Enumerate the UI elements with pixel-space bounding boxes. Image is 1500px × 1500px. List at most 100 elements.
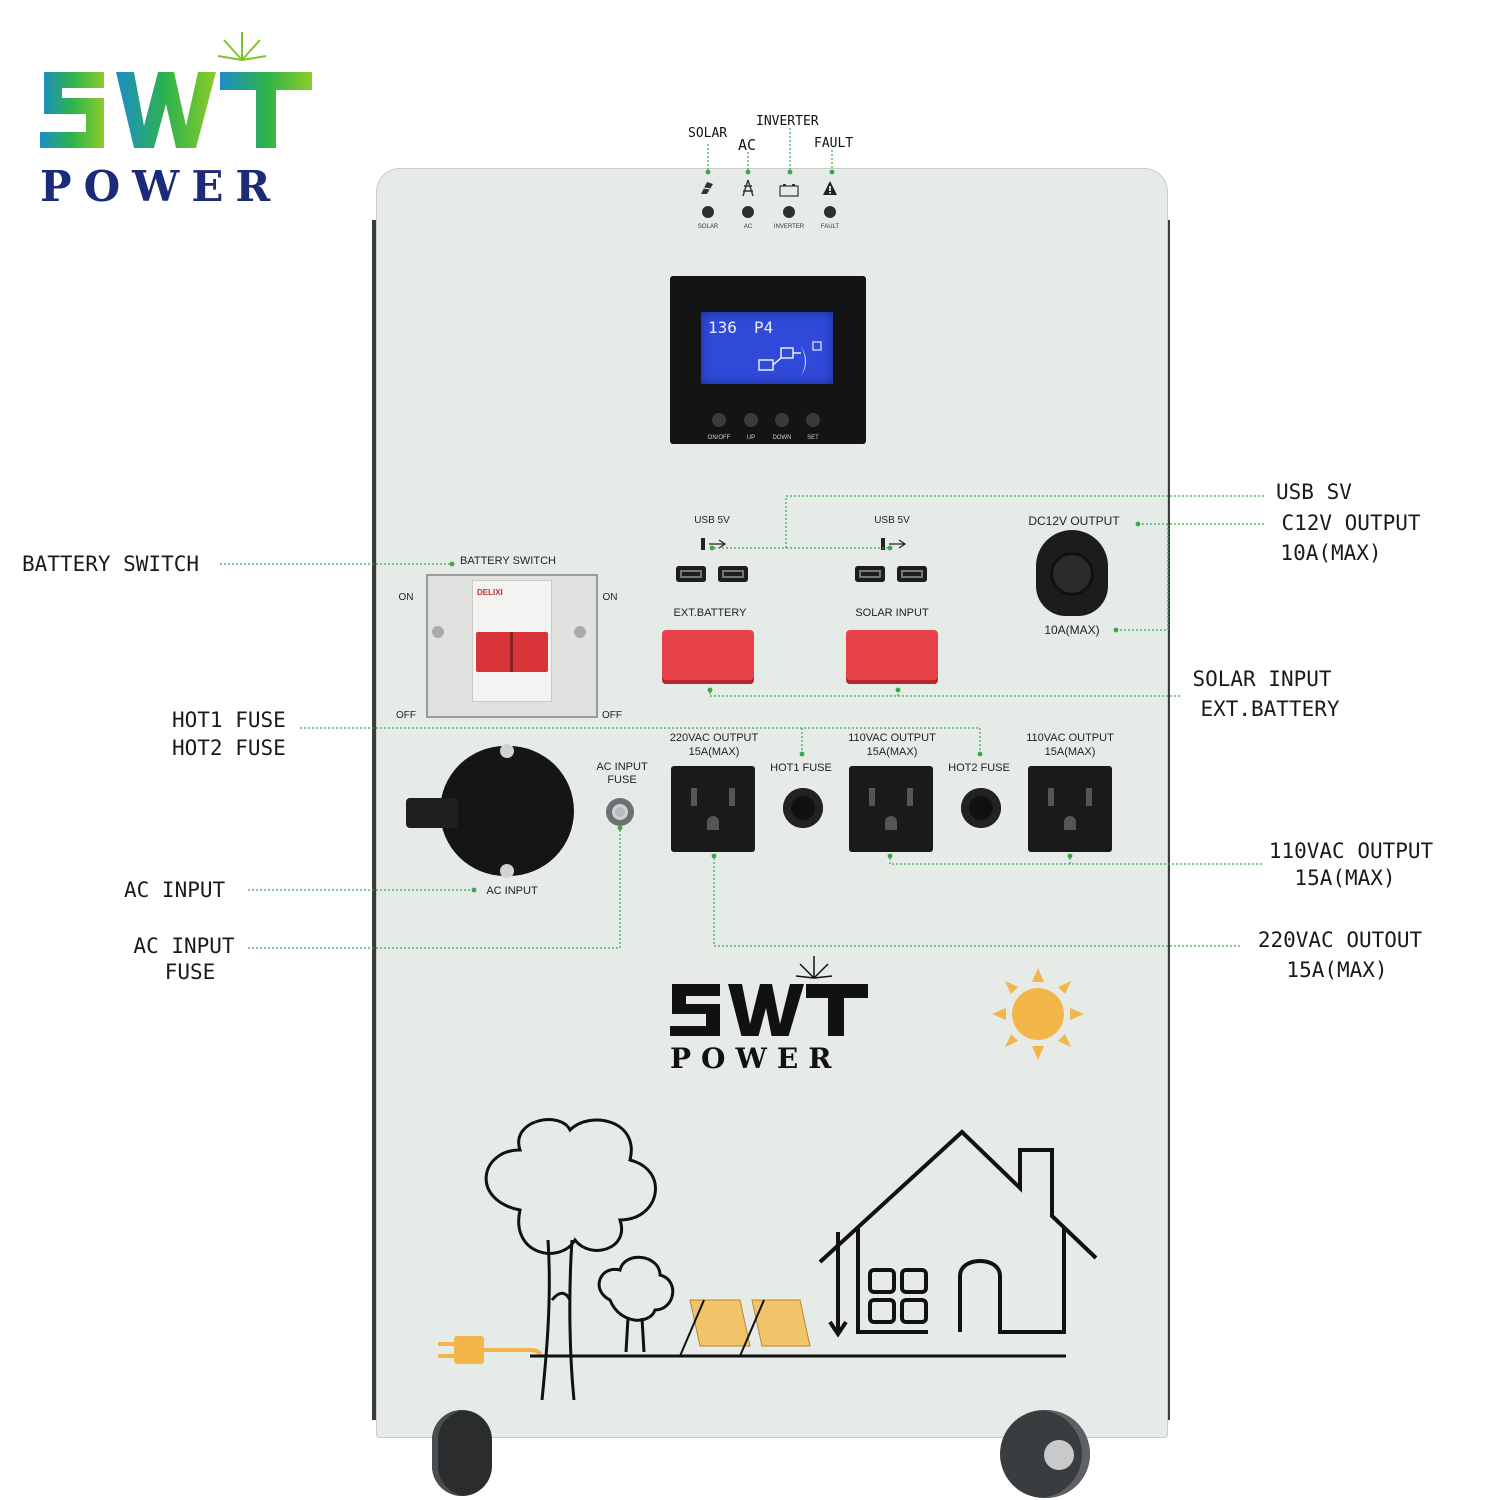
- usb-icon: [701, 535, 727, 550]
- ac-input-socket[interactable]: [440, 746, 574, 876]
- house-icon: [818, 1129, 1098, 1338]
- callout-dc12v-line2: 10A(MAX): [1280, 541, 1382, 565]
- callout-ac-input-fuse-line2: FUSE: [164, 960, 216, 984]
- callout-dc12v-line1: C12V OUTPUT: [1281, 511, 1421, 535]
- plug-icon: [438, 1336, 1066, 1364]
- callout-ac-input: AC INPUT: [124, 878, 226, 902]
- battery-switch-off-right: OFF: [602, 710, 622, 721]
- tree-icon: [597, 1255, 675, 1353]
- callout-220vac-line2: 15A(MAX): [1286, 958, 1388, 982]
- ac-input-label: AC INPUT: [486, 885, 538, 897]
- ac-input-screw-bottom: [500, 864, 514, 878]
- callout-ext-battery: EXT.BATTERY: [1200, 697, 1340, 721]
- callout-220vac-line1: 220VAC OUTOUT: [1257, 928, 1423, 952]
- battery-switch-on-right: ON: [602, 592, 618, 603]
- usb-left-label: USB 5V: [694, 515, 730, 526]
- outlet-110b-label-1: 110VAC OUTPUT: [1026, 732, 1114, 744]
- led-inverter: [783, 206, 795, 218]
- outlet-110a-label-2: 15A(MAX): [866, 746, 918, 758]
- usb-right-label: USB 5V: [874, 515, 910, 526]
- lcd-button-label-set: SET: [807, 435, 819, 441]
- hot2-fuse-label: HOT2 FUSE: [948, 762, 1010, 774]
- wheel-left: [432, 1410, 492, 1496]
- ac-input-cover-flap: [406, 798, 458, 828]
- brand-logo: POWER: [34, 30, 324, 215]
- top-label-inverter: INVERTER: [756, 114, 819, 129]
- battery-switch-off-left: OFF: [396, 710, 416, 721]
- ac-tower-icon: [741, 179, 755, 197]
- ac-input-screw-top: [500, 744, 514, 758]
- panel-logo: POWER: [668, 956, 872, 1076]
- lcd-button-down[interactable]: [775, 413, 789, 427]
- dc12v-output-label: DC12V OUTPUT: [1028, 514, 1120, 528]
- outlet-220-label-2: 15A(MAX): [688, 746, 740, 758]
- outlet-110b-label-2: 15A(MAX): [1044, 746, 1096, 758]
- lcd-screen: [701, 312, 833, 384]
- solar-input-port-cover[interactable]: [846, 630, 938, 684]
- solar-input-label: SOLAR INPUT: [855, 607, 929, 619]
- outlet-110a-label-1: 110VAC OUTPUT: [848, 732, 936, 744]
- top-label-solar: SOLAR: [688, 126, 728, 141]
- callout-110vac-line1: 110VAC OUTPUT: [1268, 839, 1434, 863]
- callout-solar-input: SOLAR INPUT: [1192, 667, 1332, 691]
- lcd-mode: P4: [754, 318, 774, 337]
- led-solar: [702, 206, 714, 218]
- outlet-110vac-a[interactable]: [849, 766, 933, 852]
- lcd-button-up[interactable]: [744, 413, 758, 427]
- sun-icon: [990, 966, 1086, 1062]
- breaker-brand: DELIXI: [477, 588, 503, 597]
- hot1-fuse[interactable]: [783, 788, 823, 828]
- outlet-220vac[interactable]: [671, 766, 755, 852]
- callout-110vac-line2: 15A(MAX): [1294, 866, 1396, 890]
- lcd-button-set[interactable]: [806, 413, 820, 427]
- brand-logo-mark: [40, 32, 312, 148]
- usb-port-3[interactable]: [855, 566, 885, 582]
- lcd-flow-icons: [755, 338, 827, 380]
- breaker-screw-right: [574, 626, 586, 638]
- breaker-screw-left: [432, 626, 444, 638]
- usb-icon: [881, 535, 907, 550]
- breaker-toggle-divider: [510, 632, 513, 672]
- warning-icon: [822, 180, 838, 196]
- usb-port-1[interactable]: [676, 566, 706, 582]
- top-label-ac: AC: [738, 136, 757, 154]
- solar-panel-icon: [679, 1299, 811, 1357]
- outlet-110vac-b[interactable]: [1028, 766, 1112, 852]
- lcd-reading: 136: [708, 318, 737, 337]
- callout-usb: USB SV: [1276, 480, 1352, 504]
- led-label-ac: AC: [743, 224, 753, 230]
- lcd-button-label-onoff: ON/OFF: [707, 435, 731, 441]
- ac-input-fuse-label-1: AC INPUT: [596, 761, 648, 773]
- led-ac: [742, 206, 754, 218]
- callout-hot1-fuse: HOT1 FUSE: [172, 708, 286, 732]
- brand-logo-text: POWER: [40, 162, 283, 211]
- lcd-button-onoff[interactable]: [712, 413, 726, 427]
- lcd-button-label-down: DOWN: [772, 435, 792, 441]
- hot1-fuse-label: HOT1 FUSE: [770, 762, 832, 774]
- top-label-fault: FAULT: [814, 136, 854, 151]
- hot2-fuse[interactable]: [961, 788, 1001, 828]
- callout-ac-input-fuse-line1: AC INPUT: [133, 934, 235, 958]
- ac-input-fuse[interactable]: [606, 798, 634, 826]
- tree-icon: [484, 1118, 657, 1401]
- usb-port-4[interactable]: [897, 566, 927, 582]
- solar-panel-icon: [699, 180, 715, 196]
- led-label-inverter: INVERTER: [773, 224, 805, 230]
- outlet-220-label-1: 220VAC OUTPUT: [669, 732, 759, 744]
- battery-icon: [779, 182, 799, 197]
- dc12v-socket-cap: [1050, 552, 1094, 596]
- led-label-fault: FAULT: [820, 224, 840, 230]
- battery-switch-label: BATTERY SWITCH: [460, 555, 556, 567]
- ext-battery-port-cover[interactable]: [662, 630, 754, 684]
- battery-switch-on-left: ON: [398, 592, 414, 603]
- callout-battery-switch: BATTERY SWITCH: [22, 552, 200, 576]
- wheel-right-hub: [1044, 1440, 1074, 1470]
- lcd-button-label-up: UP: [746, 435, 756, 441]
- ac-input-fuse-label-2: FUSE: [607, 774, 637, 786]
- led-fault: [824, 206, 836, 218]
- dc12v-max-label: 10A(MAX): [1044, 623, 1100, 637]
- usb-port-2[interactable]: [718, 566, 748, 582]
- panel-logo-text: POWER: [670, 1042, 842, 1075]
